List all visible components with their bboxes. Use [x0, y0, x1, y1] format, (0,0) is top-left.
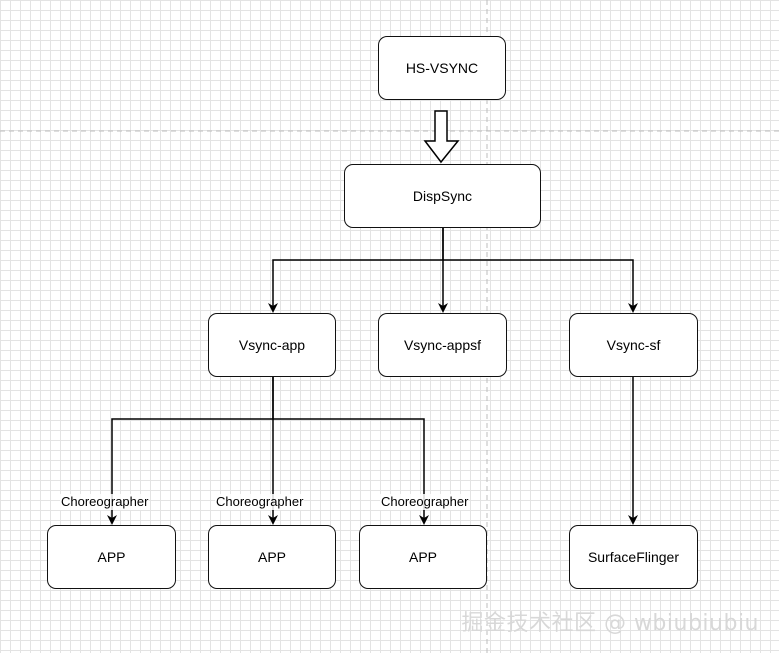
- node-vsync-app: Vsync-app: [208, 313, 336, 377]
- edge-label-choreographer-3: Choreographer: [380, 494, 470, 510]
- node-app-1: APP: [47, 525, 176, 589]
- edge-vsync-app-to-app-3: [273, 418, 429, 525]
- watermark: 掘金技术社区 @ wbiubiubiu: [461, 611, 759, 636]
- edge-dispsync-to-vsync-sf: [443, 259, 638, 313]
- hollow-arrow-hsvsync-to-dispsync: [423, 110, 460, 164]
- edge-label-choreographer-2: Choreographer: [215, 494, 305, 510]
- node-app-2: APP: [208, 525, 336, 589]
- node-surfaceflinger: SurfaceFlinger: [569, 525, 698, 589]
- edge-dispsync-to-vsync-app: [268, 228, 444, 313]
- node-dispsync: DispSync: [344, 164, 541, 228]
- node-hs-vsync: HS-VSYNC: [378, 36, 506, 100]
- node-vsync-appsf: Vsync-appsf: [378, 313, 507, 377]
- node-vsync-sf: Vsync-sf: [569, 313, 698, 377]
- edge-label-choreographer-1: Choreographer: [60, 494, 150, 510]
- node-app-3: APP: [359, 525, 487, 589]
